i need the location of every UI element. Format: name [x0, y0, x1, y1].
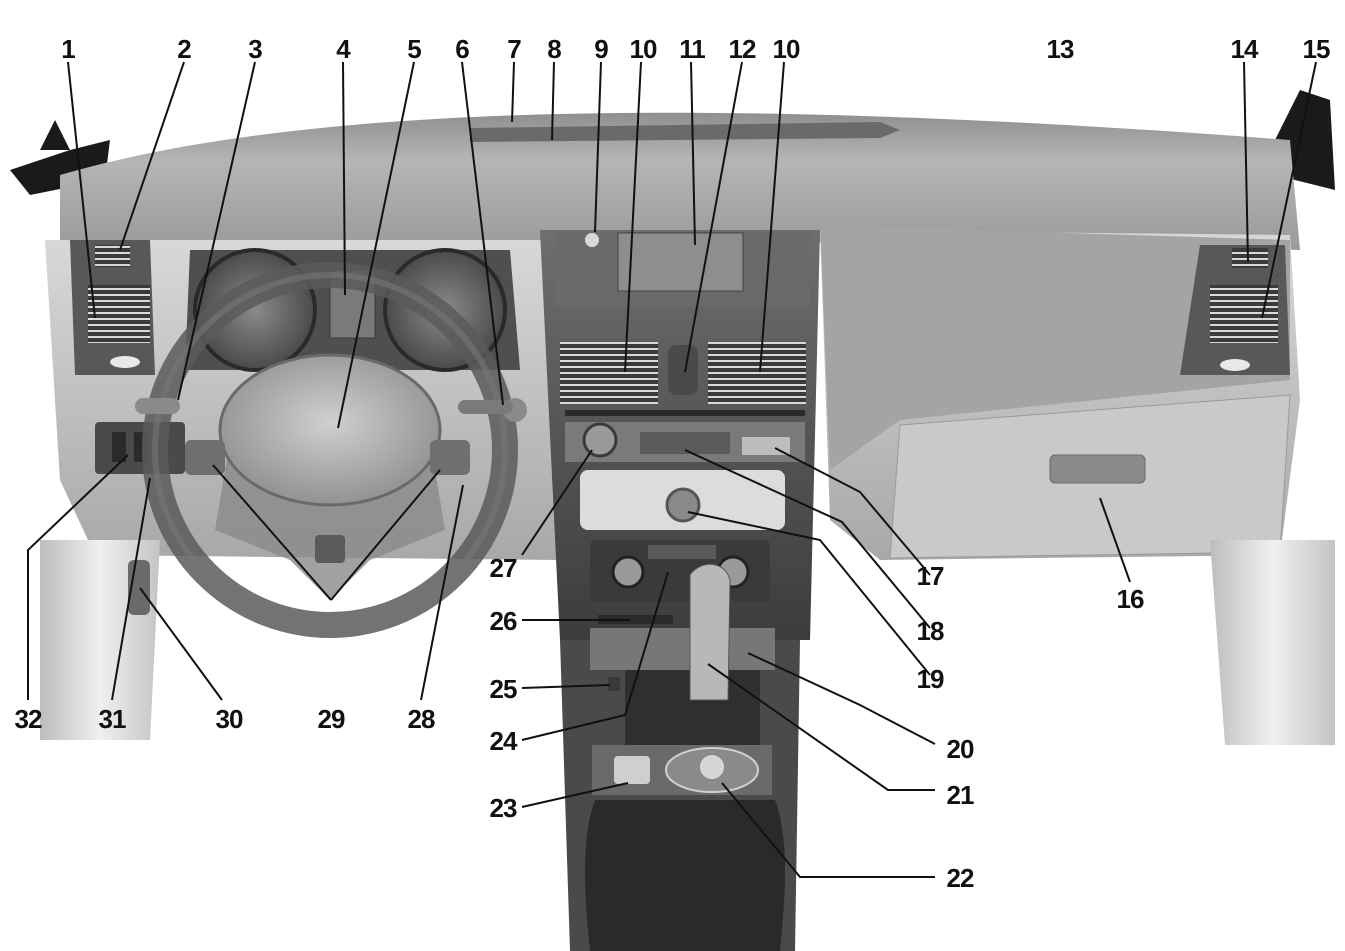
left-side-vent: [70, 240, 155, 375]
steering-column-stalk-left: [135, 398, 180, 414]
callout-5: 5: [407, 34, 421, 64]
callout-9: 9: [594, 34, 608, 64]
wheel-logo: [315, 535, 345, 563]
centre-vent-left: [560, 342, 658, 404]
callout-10b: 10: [773, 34, 800, 64]
cd-slot: [565, 410, 805, 416]
callout-32: 32: [15, 704, 42, 734]
callout-31: 31: [99, 704, 126, 734]
callout-11: 11: [679, 34, 705, 64]
multimedia-controller-knob: [700, 755, 724, 779]
centre-console: [540, 230, 820, 640]
callout-29: 29: [318, 704, 345, 734]
callout-19: 19: [917, 664, 944, 694]
steering-column-stalk-right: [458, 400, 513, 414]
callout-28: 28: [408, 704, 435, 734]
engine-start-button: [584, 424, 616, 456]
centre-vent-right: [708, 342, 806, 404]
audio-control-knob: [667, 489, 699, 521]
glovebox-handle: [1050, 455, 1145, 483]
callout-20: 20: [947, 734, 974, 764]
callout-16: 16: [1117, 584, 1144, 614]
callout-17: 17: [917, 561, 944, 591]
callout-15: 15: [1303, 34, 1330, 64]
hazard-switch: [668, 345, 698, 395]
climate-buttons: [648, 545, 716, 559]
callout-10a: 10: [630, 34, 657, 64]
callout-2: 2: [177, 34, 191, 64]
callout-7: 7: [507, 34, 521, 64]
parking-brake-switch: [614, 756, 650, 784]
callout-4: 4: [336, 34, 351, 64]
usb-socket: [608, 677, 620, 691]
callout-21: 21: [947, 780, 974, 810]
callout-27: 27: [490, 553, 517, 583]
wheel-controls-right: [430, 440, 470, 475]
callout-23: 23: [490, 793, 517, 823]
right-lower-pillar: [1210, 540, 1335, 745]
callout-12: 12: [729, 34, 756, 64]
callout-8: 8: [547, 34, 561, 64]
leader-7: [512, 62, 514, 122]
callout-3: 3: [248, 34, 262, 64]
callout-18: 18: [917, 616, 944, 646]
callout-26: 26: [490, 606, 517, 636]
callout-1: 1: [61, 34, 75, 64]
callout-24: 24: [490, 726, 518, 756]
navigation-screen-glass: [618, 233, 743, 291]
callout-25: 25: [490, 674, 517, 704]
callout-14: 14: [1231, 34, 1259, 64]
callout-30: 30: [216, 704, 243, 734]
driver-airbag-hub: [220, 355, 440, 505]
callout-13: 13: [1047, 34, 1074, 64]
wheel-controls-left: [185, 440, 225, 475]
climate-knob-left: [613, 557, 643, 587]
lighting-switch: [112, 432, 126, 462]
hazard-sensor: [585, 233, 599, 247]
callout-6: 6: [455, 34, 469, 64]
console-tray: [590, 628, 775, 670]
gear-lever: [690, 564, 730, 700]
callout-22: 22: [947, 863, 974, 893]
